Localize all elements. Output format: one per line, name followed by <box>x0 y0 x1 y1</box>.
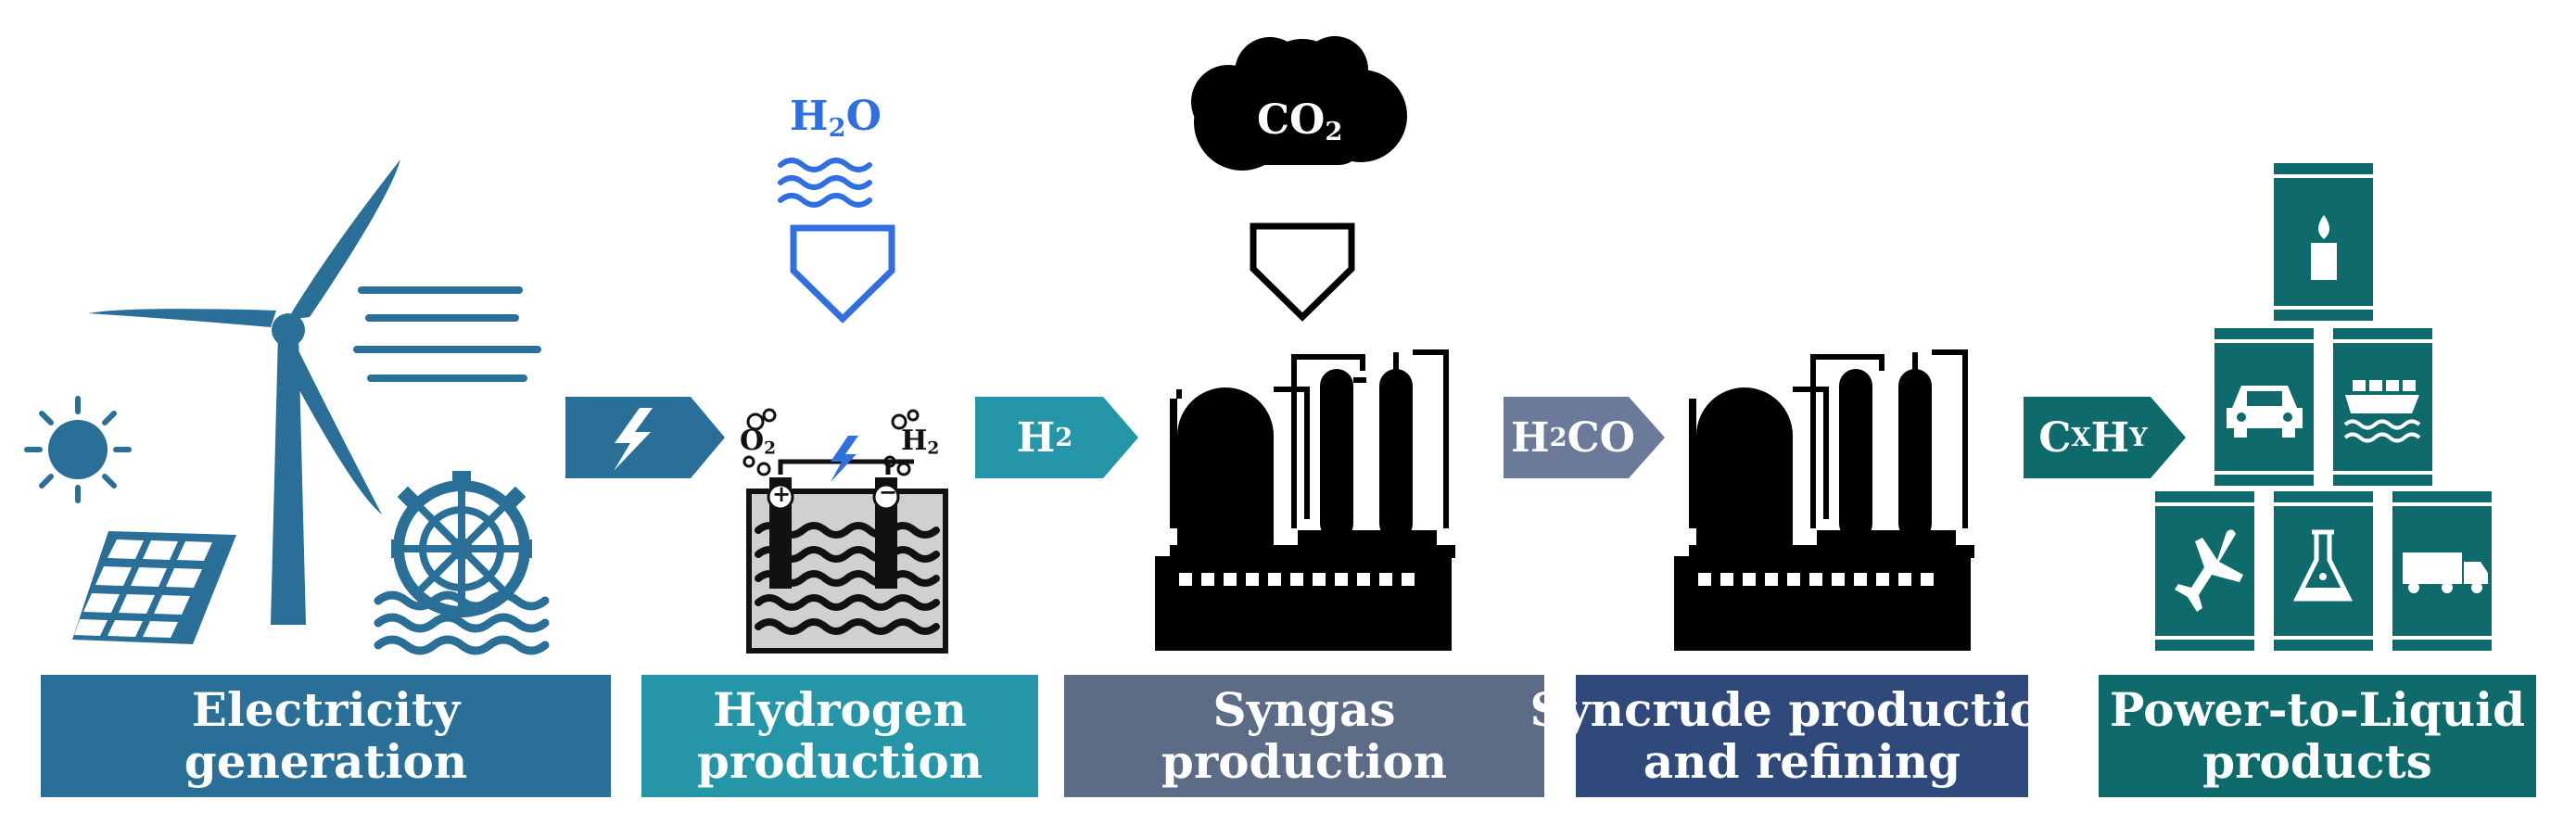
stage-box-ptl <box>2099 675 2536 797</box>
wind-turbine-icon <box>88 159 400 625</box>
solar-panel-icon <box>72 531 236 644</box>
stage-box-electricity <box>41 675 611 797</box>
hydrogen-label: H2 <box>901 425 940 459</box>
plus-terminal-label: + <box>772 480 792 507</box>
co2-label: CO2 <box>1257 96 1343 146</box>
water-label: H2O <box>790 93 882 143</box>
co2-cloud-icon <box>1191 36 1407 171</box>
water-inlet-funnel <box>790 224 895 324</box>
co2-inlet-funnel <box>1250 222 1355 322</box>
water-waves-icon <box>778 158 872 208</box>
minus-terminal-label: − <box>879 478 898 505</box>
candle-icon <box>2311 215 2337 280</box>
water-wheel-icon <box>374 471 550 655</box>
stage-box-hydrogen <box>641 675 1038 797</box>
electrolyzer-icon <box>742 408 948 654</box>
airplane-icon <box>2175 529 2243 612</box>
refinery-plant-icon <box>1674 349 1974 651</box>
stage-box-syngas <box>1064 675 1544 797</box>
flask-icon <box>2292 529 2354 602</box>
wind-lines-icon <box>353 286 541 382</box>
h2-arrow <box>975 397 1138 478</box>
sun-icon <box>24 396 132 503</box>
car-icon <box>2227 386 2303 438</box>
lightning-icon <box>614 408 653 471</box>
truck-icon <box>2403 552 2488 593</box>
cxhy-arrow <box>2024 397 2186 478</box>
barrel-rims <box>2155 174 2492 640</box>
oxygen-label: O2 <box>740 425 777 459</box>
h2co-arrow <box>1504 397 1665 478</box>
ship-icon <box>2343 380 2421 443</box>
syngas-plant-icon <box>1155 349 1455 651</box>
stage-box-syncrude <box>1576 675 2028 797</box>
